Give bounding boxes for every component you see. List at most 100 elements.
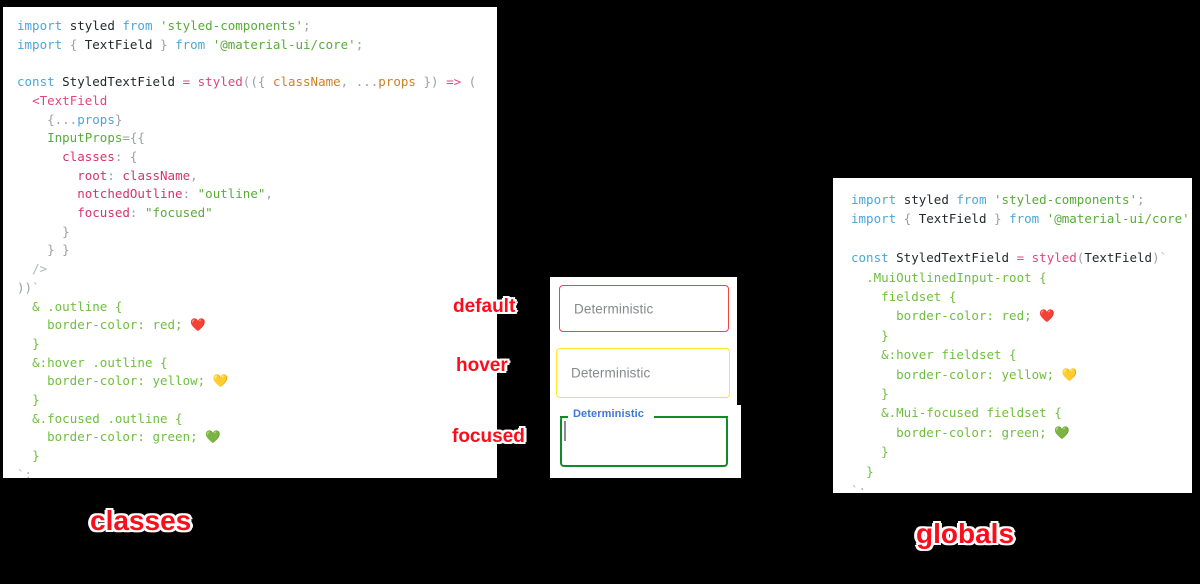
code-line [17, 54, 497, 73]
code-token: : [107, 167, 123, 183]
code-line: } [851, 462, 1192, 481]
annotation-default: default [453, 296, 516, 317]
textfield-focused[interactable] [560, 416, 728, 467]
code-token: import [17, 36, 70, 52]
caption-classes: classes [90, 505, 192, 536]
demo-card-hover: Deterministic [550, 341, 737, 405]
code-token: className [122, 167, 191, 183]
code-token: border-color: red; [896, 308, 1040, 324]
code-token: } [866, 463, 874, 479]
code-token: "outline" [197, 186, 266, 202]
textfield-default-label: Deterministic [574, 301, 654, 316]
code-token: } [62, 223, 70, 239]
code-token: (( [242, 74, 258, 90]
code-line: <TextField [17, 92, 497, 111]
code-line: &:hover fieldset { [851, 345, 1192, 364]
code-token: from [122, 18, 161, 33]
code-token: 'styled-components' [160, 18, 304, 33]
code-line [851, 229, 1192, 248]
code-token: } [32, 392, 40, 408]
code-token [17, 224, 62, 239]
code-token: { [903, 211, 912, 227]
code-token: &:hover fieldset { [881, 347, 1017, 363]
code-line: border-color: green; 💚 [851, 423, 1192, 442]
code-line: border-color: red; ❤️ [851, 306, 1192, 325]
code-token: } [881, 444, 889, 460]
caption-globals: globals [916, 518, 1015, 549]
code-token: )) [17, 279, 33, 295]
textfield-focused-floating-label: Deterministic [570, 408, 647, 420]
code-token: ; [24, 466, 33, 478]
code-block-globals: import styled from 'styled-components'; i… [851, 190, 1192, 493]
code-line: notchedOutline: "outline", [17, 185, 497, 204]
code-token: } [32, 448, 40, 464]
code-token: } } [47, 242, 70, 258]
code-line: .MuiOutlinedInput-root { [851, 268, 1192, 287]
textfield-default[interactable]: Deterministic [559, 285, 729, 332]
code-token [17, 186, 77, 201]
textfield-focused-notched-outline [560, 416, 728, 418]
code-token: border-color: red; [47, 317, 191, 333]
code-line: classes: { [17, 148, 497, 167]
code-token: => [446, 74, 469, 90]
code-token: root [77, 167, 108, 183]
code-line: } [17, 391, 497, 410]
code-token: ( [1076, 250, 1085, 266]
code-block-classes: import styled from 'styled-components';i… [17, 17, 497, 478]
code-line: } } [17, 241, 497, 260]
code-token: props [77, 111, 115, 127]
code-token: const [17, 74, 63, 90]
code-token [851, 289, 881, 304]
code-token: from [1001, 211, 1047, 227]
code-token [851, 386, 881, 401]
code-token [17, 130, 47, 145]
code-line: const StyledTextField = styled(TextField… [851, 248, 1192, 267]
code-token: import [851, 211, 904, 227]
code-token [17, 392, 32, 407]
code-line: border-color: yellow; 💛 [17, 372, 497, 391]
code-token: StyledTextField [62, 74, 183, 90]
code-token: ` [851, 483, 859, 493]
code-token [17, 317, 47, 332]
code-line: border-color: red; ❤️ [17, 316, 497, 335]
code-line: &:hover .outline { [17, 354, 497, 373]
code-token [17, 429, 47, 444]
code-token: { [257, 74, 273, 90]
code-panel-classes: import styled from 'styled-components';i… [3, 7, 497, 478]
code-token: 💛 [212, 373, 229, 389]
code-line: {...props} [17, 111, 497, 130]
textfield-hover[interactable]: Deterministic [556, 348, 730, 398]
code-token: className [272, 74, 341, 90]
code-token: border-color: yellow; [47, 373, 213, 389]
code-token: } [994, 211, 1002, 227]
code-line: import { TextField } from '@material-ui/… [851, 209, 1192, 228]
code-token [851, 328, 881, 343]
code-line: const StyledTextField = styled(({ classN… [17, 73, 497, 92]
code-line: } [17, 223, 497, 242]
code-token: from [167, 36, 213, 52]
code-line: `; [851, 481, 1192, 493]
code-token: <TextField [32, 92, 108, 108]
code-token: ; [355, 36, 364, 52]
code-token: border-color: green; [896, 424, 1055, 440]
code-token: /> [32, 261, 48, 277]
code-panel-globals: import styled from 'styled-components'; i… [833, 178, 1192, 493]
code-token: ❤️ [190, 317, 206, 333]
code-token: const [851, 250, 897, 266]
code-token: ... [355, 74, 379, 90]
annotation-hover: hover [456, 355, 508, 376]
code-token: 'styled-components' [994, 192, 1138, 207]
code-token: } [160, 36, 168, 52]
code-token: = [122, 130, 130, 146]
code-line: } [17, 335, 497, 354]
code-token: , [190, 167, 198, 183]
code-line: &.Mui-focused fieldset { [851, 403, 1192, 422]
code-token: = [1016, 250, 1032, 266]
code-line: root: className, [17, 167, 497, 186]
code-token [851, 464, 866, 479]
code-token: StyledTextField [896, 250, 1017, 266]
code-token: 💛 [1061, 366, 1078, 382]
code-token: = [182, 74, 198, 90]
code-token: styled [1031, 250, 1077, 266]
code-token: ; [858, 483, 867, 493]
